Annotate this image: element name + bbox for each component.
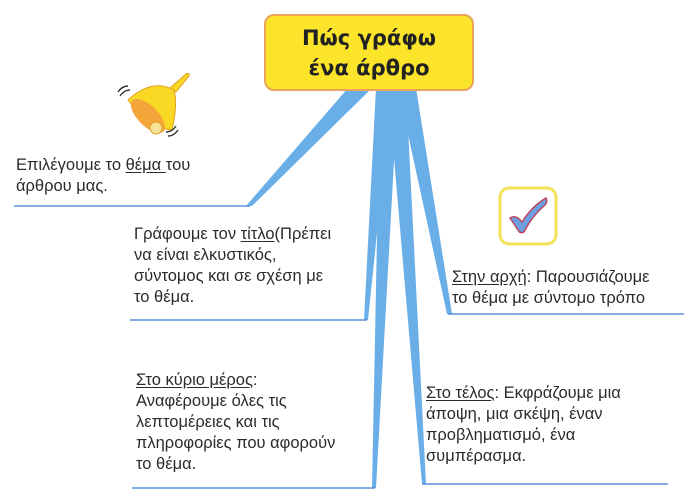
node-end-line2: άποψη, μια σκέψη, έναν: [426, 405, 603, 423]
bell-icon: [117, 72, 190, 137]
node-topic-line1: Επιλέγουμε το θέμα του: [16, 155, 190, 176]
text: : Παρουσιάζουμε: [526, 268, 650, 286]
node-main-body: Στο κύριο μέρος: Αναφέρουμε όλες τις λεπ…: [136, 370, 335, 475]
branch-topic: [246, 88, 372, 206]
text: :: [252, 371, 258, 389]
node-intro-line1: Στην αρχή: Παρουσιάζουμε: [452, 267, 650, 288]
node-body-line3: λεπτομέρειες και τις: [136, 413, 280, 431]
underlined-keyword: Στο κύριο μέρος: [136, 371, 253, 389]
node-choose-topic: Επιλέγουμε το θέμα του άρθρου μας.: [16, 155, 190, 197]
underlined-keyword: τίτλο: [240, 225, 275, 243]
node-body-line2: Αναφέρουμε όλες τις: [136, 392, 287, 410]
node-title-line4: το θέμα.: [134, 288, 195, 306]
node-end-line4: συμπέρασμα.: [426, 447, 527, 465]
node-write-title: Γράφουμε τον τίτλο(Πρέπει να είναι ελκυσ…: [134, 224, 331, 308]
node-intro-line2: το θέμα με σύντομο τρόπο: [452, 289, 646, 307]
text: του: [165, 156, 191, 174]
node-body-line5: το θέμα.: [136, 455, 197, 473]
node-body-line1: Στο κύριο μέρος:: [136, 370, 335, 391]
node-title-line1: Γράφουμε τον τίτλο(Πρέπει: [134, 224, 331, 245]
node-title-line2: να είναι ελκυστικός,: [134, 246, 277, 264]
checkmark-icon: [498, 186, 558, 246]
branch-body: [372, 88, 398, 488]
central-topic-box: Πώς γράφω ένα άρθρο: [264, 14, 474, 91]
node-end-line3: προβληματισμό, ένα: [426, 426, 576, 444]
underlined-keyword: Στην αρχή: [452, 268, 527, 286]
text: Γράφουμε τον: [134, 225, 241, 243]
node-introduction: Στην αρχή: Παρουσιάζουμε το θέμα με σύντ…: [452, 267, 650, 309]
node-title-line3: σύντομος και σε σχέση με: [134, 267, 324, 285]
text: Επιλέγουμε το: [16, 156, 126, 174]
branch-intro: [398, 88, 452, 314]
node-topic-line2: άρθρου μας.: [16, 177, 108, 195]
text: (Πρέπει: [274, 225, 332, 243]
central-topic-title: Πώς γράφω ένα άρθρο: [301, 25, 437, 80]
node-conclusion: Στο τέλος: Εκφράζουμε μια άποψη, μια σκέ…: [426, 383, 621, 467]
underlined-keyword: θέμα: [125, 156, 166, 174]
node-body-line4: πληροφορίες που αφορούν: [136, 434, 336, 452]
node-end-line1: Στο τέλος: Εκφράζουμε μια: [426, 383, 621, 404]
text: : Εκφράζουμε μια: [494, 384, 621, 402]
underlined-keyword: Στο τέλος: [426, 384, 495, 402]
branch-end: [388, 88, 426, 484]
